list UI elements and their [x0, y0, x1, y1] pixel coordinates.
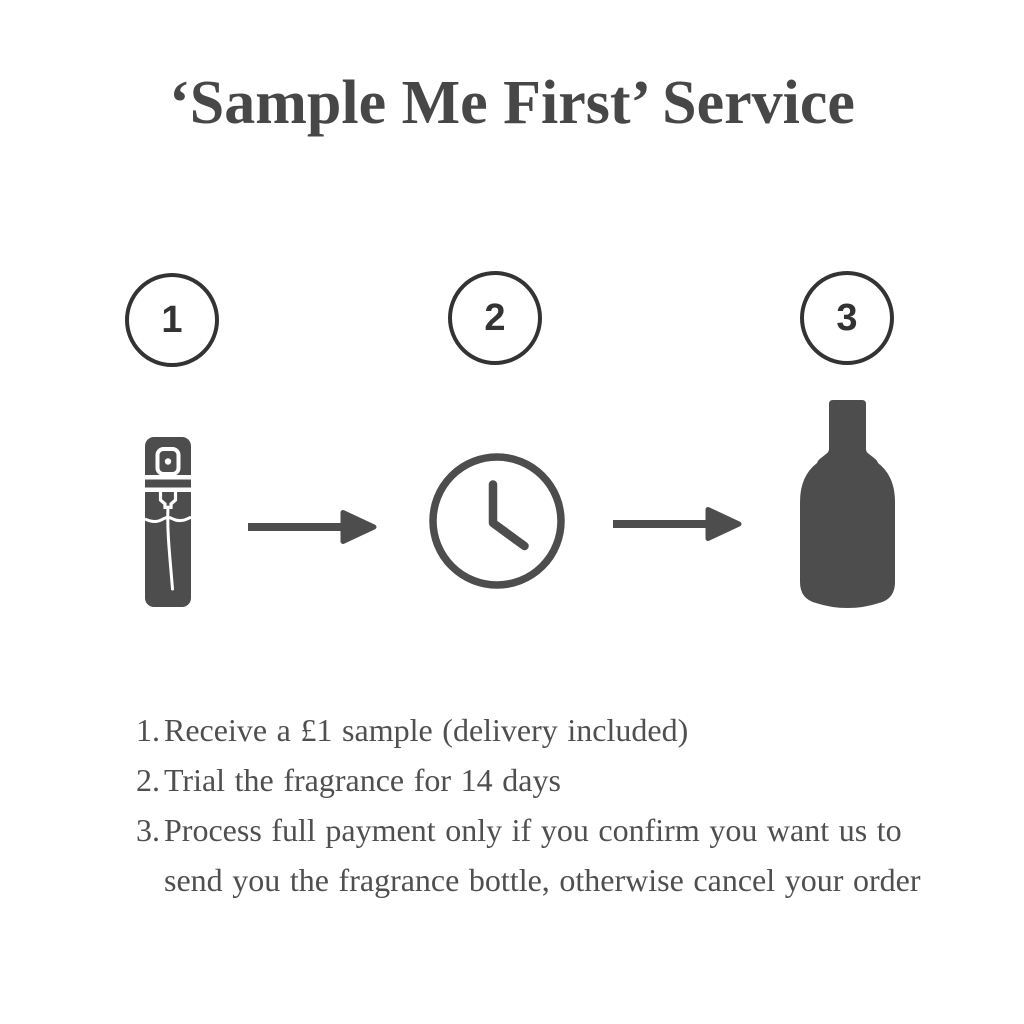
list-item-3: 3. Process full payment only if you conf…	[136, 805, 1006, 905]
list-item-2-number: 2.	[136, 762, 160, 798]
arrow-right-icon	[248, 510, 377, 544]
list-item-2: 2. Trial the fragrance for 14 days	[136, 755, 1006, 805]
clock-icon	[429, 453, 565, 589]
page-title: ‘Sample Me First’ Service	[169, 69, 855, 137]
step-2-badge: 2	[448, 271, 542, 365]
fragrance-bottle-icon	[800, 400, 895, 608]
step-3-badge: 3	[800, 271, 894, 365]
list-item-3-number: 3.	[136, 812, 160, 848]
step-3-number: 3	[836, 296, 858, 339]
list-item-1-text: Receive a £1 sample (delivery included)	[164, 712, 689, 748]
step-1-number: 1	[161, 298, 183, 341]
arrow-right-icon	[613, 507, 742, 541]
list-item-1-number: 1.	[136, 712, 160, 748]
step-1-badge: 1	[125, 273, 219, 367]
list-item-3-text: Process full payment only if you confirm…	[164, 812, 921, 898]
steps-list: 1. Receive a £1 sample (delivery include…	[136, 705, 1006, 905]
sample-vial-icon	[145, 437, 191, 607]
step-2-number: 2	[484, 296, 506, 339]
list-item-2-text: Trial the fragrance for 14 days	[164, 762, 561, 798]
list-item-1: 1. Receive a £1 sample (delivery include…	[136, 705, 1006, 755]
